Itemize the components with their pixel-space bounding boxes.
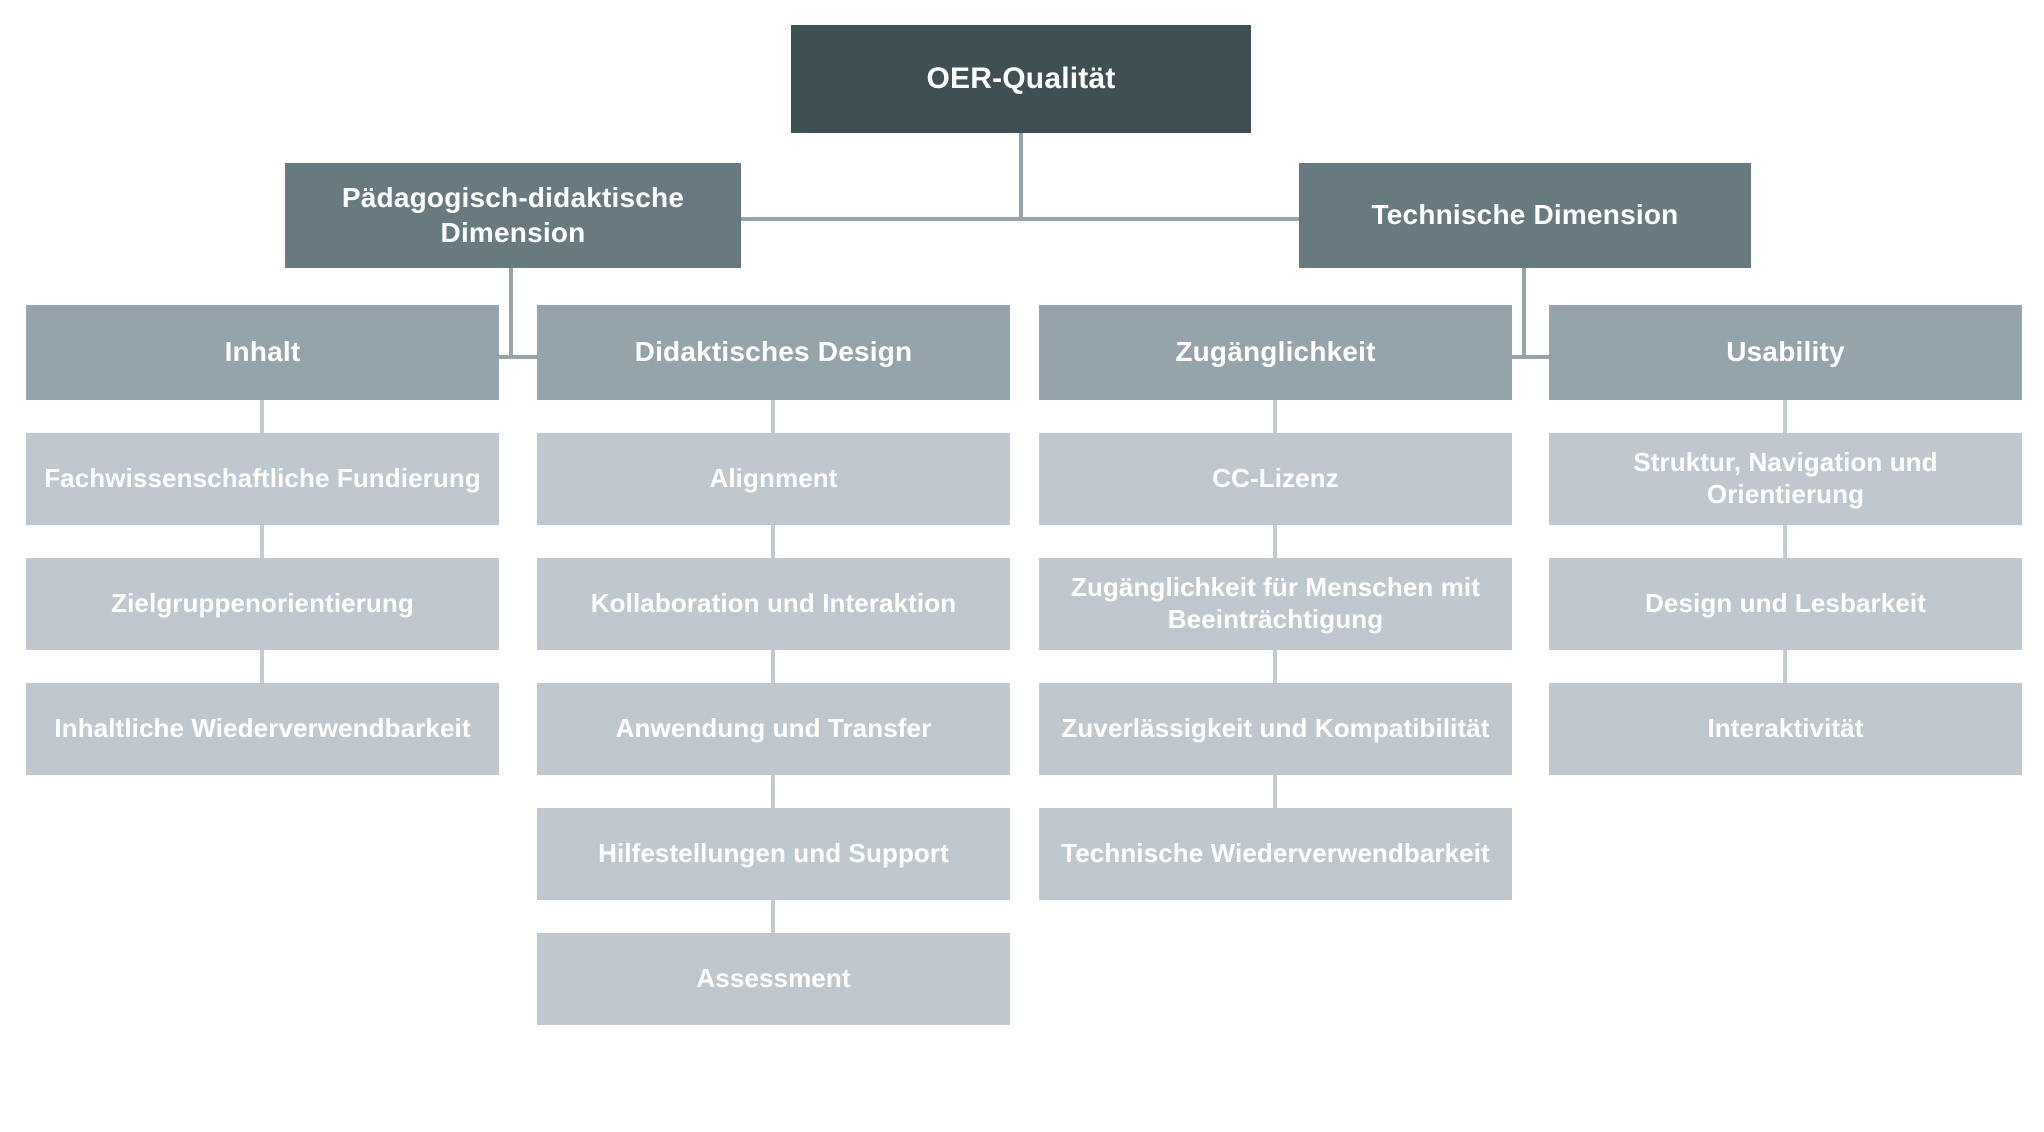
connector-zugaenglichkeit-spine-2 bbox=[1273, 525, 1277, 560]
node-inhaltliche-wiederverwendbarkeit[interactable]: Inhaltliche Wiederverwendbarkeit bbox=[26, 683, 499, 775]
node-design-und-lesbarkeit[interactable]: Design und Lesbarkeit bbox=[1549, 558, 2022, 650]
node-zugaenglichkeit[interactable]: Zugänglichkeit bbox=[1039, 305, 1512, 400]
node-didaktisches-design[interactable]: Didaktisches Design bbox=[537, 305, 1010, 400]
node-assessment[interactable]: Assessment bbox=[537, 933, 1010, 1025]
node-anwendung-und-transfer[interactable]: Anwendung und Transfer bbox=[537, 683, 1010, 775]
connector-zugaenglichkeit-spine-4 bbox=[1273, 775, 1277, 810]
node-oer-qualitaet[interactable]: OER-Qualität bbox=[791, 25, 1251, 133]
node-struktur-navigation-und-orientierung[interactable]: Struktur, Navigation und Orientierung bbox=[1549, 433, 2022, 525]
connector-didaktisches-design-spine-3 bbox=[771, 650, 775, 685]
node-technische-dimension[interactable]: Technische Dimension bbox=[1299, 163, 1751, 268]
connector-left-category-rail bbox=[498, 355, 538, 359]
connector-zugaenglichkeit-spine-3 bbox=[1273, 650, 1277, 685]
connector-right-category-rail bbox=[1511, 355, 1551, 359]
connector-left-dimension-down bbox=[509, 268, 513, 359]
connector-inhalt-spine-2 bbox=[260, 525, 264, 560]
connector-didaktisches-design-spine-5 bbox=[771, 900, 775, 935]
node-paedagogisch-didaktische-dimension[interactable]: Pädagogisch-didaktische Dimension bbox=[285, 163, 741, 268]
node-hilfestellungen-und-support[interactable]: Hilfestellungen und Support bbox=[537, 808, 1010, 900]
connector-dimension-rail bbox=[741, 217, 1299, 221]
node-fachwissenschaftliche-fundierung[interactable]: Fachwissenschaftliche Fundierung bbox=[26, 433, 499, 525]
node-technische-wiederverwendbarkeit[interactable]: Technische Wiederverwendbarkeit bbox=[1039, 808, 1512, 900]
connector-didaktisches-design-spine-4 bbox=[771, 775, 775, 810]
connector-didaktisches-design-spine-1 bbox=[771, 400, 775, 435]
node-interaktivitaet[interactable]: Interaktivität bbox=[1549, 683, 2022, 775]
node-zugaenglichkeit-fuer-menschen-mit-beeintraechtigung[interactable]: Zugänglichkeit für Menschen mit Beeinträ… bbox=[1039, 558, 1512, 650]
connector-usability-spine-3 bbox=[1783, 650, 1787, 685]
connector-zugaenglichkeit-spine-1 bbox=[1273, 400, 1277, 435]
connector-usability-spine-2 bbox=[1783, 525, 1787, 560]
node-kollaboration-und-interaktion[interactable]: Kollaboration und Interaktion bbox=[537, 558, 1010, 650]
node-alignment[interactable]: Alignment bbox=[537, 433, 1010, 525]
connector-right-dimension-down bbox=[1522, 268, 1526, 359]
node-cc-lizenz[interactable]: CC-Lizenz bbox=[1039, 433, 1512, 525]
node-inhalt[interactable]: Inhalt bbox=[26, 305, 499, 400]
connector-didaktisches-design-spine-2 bbox=[771, 525, 775, 560]
connector-root-to-rail bbox=[1019, 133, 1023, 219]
connector-inhalt-spine-1 bbox=[260, 400, 264, 435]
node-usability[interactable]: Usability bbox=[1549, 305, 2022, 400]
node-zielgruppenorientierung[interactable]: Zielgruppenorientierung bbox=[26, 558, 499, 650]
connector-inhalt-spine-3 bbox=[260, 650, 264, 685]
connector-usability-spine-1 bbox=[1783, 400, 1787, 435]
node-zuverlaessigkeit-und-kompatibilitaet[interactable]: Zuverlässigkeit und Kompatibilität bbox=[1039, 683, 1512, 775]
